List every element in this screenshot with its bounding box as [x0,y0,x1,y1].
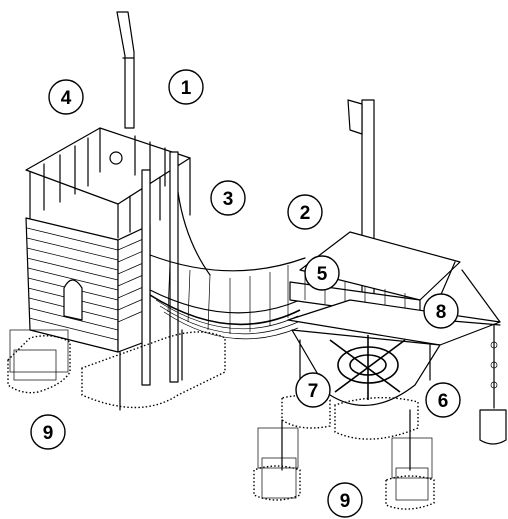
callout-6: 6 [425,382,461,418]
svg-text:2: 2 [300,203,311,224]
svg-text:9: 9 [340,491,351,512]
left-footings [7,329,226,409]
svg-text:8: 8 [436,302,447,323]
svg-text:5: 5 [317,264,328,285]
svg-text:3: 3 [223,189,234,210]
pirate-ship [287,99,507,445]
callout-9-left: 9 [30,414,66,450]
svg-text:1: 1 [181,78,192,99]
svg-text:6: 6 [438,391,449,412]
callout-4: 4 [48,79,84,115]
callout-1: 1 [168,69,204,105]
callout-5: 5 [304,255,340,291]
svg-text:7: 7 [308,381,319,402]
svg-text:4: 4 [61,88,72,109]
callout-7: 7 [295,372,331,408]
callout-9-bottom: 9 [327,482,363,518]
svg-text:9: 9 [43,423,54,444]
rope-bridge [149,191,306,340]
lookout-tower [25,11,191,411]
callouts: 1 2 3 4 5 6 7 8 [30,69,461,518]
callout-8: 8 [423,293,459,329]
right-footings [253,394,435,510]
callout-3: 3 [210,180,246,216]
callout-2: 2 [287,194,323,230]
